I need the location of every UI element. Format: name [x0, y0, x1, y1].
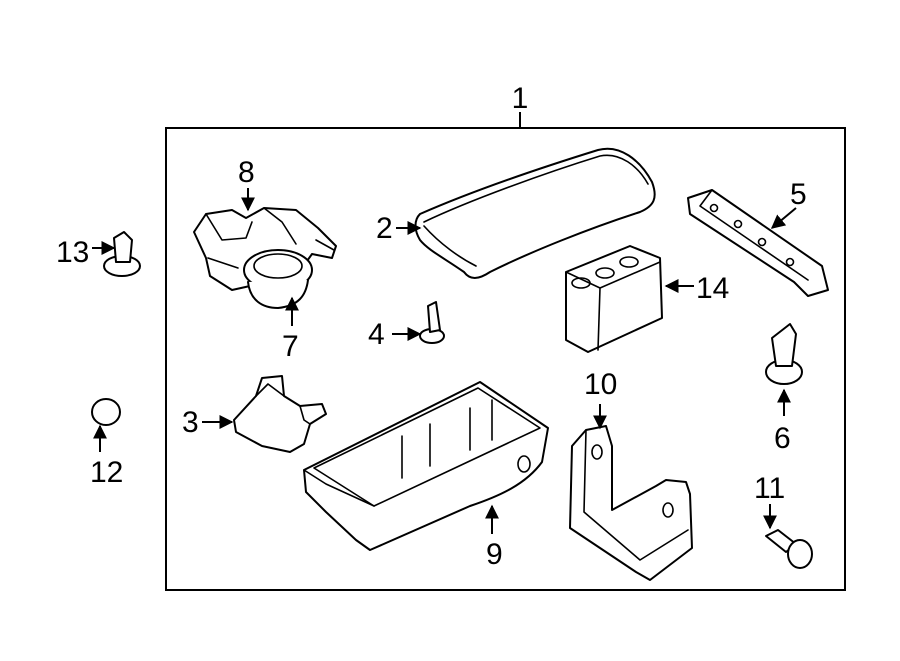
- part-2-armrest-lid[interactable]: [414, 147, 656, 279]
- callout-12: 12: [90, 456, 123, 489]
- part-7-cup-ring[interactable]: [243, 249, 313, 309]
- callout-9: 9: [486, 538, 503, 571]
- leader-5: [770, 207, 797, 229]
- callout-11: 11: [754, 472, 785, 505]
- part-9-console-base[interactable]: [303, 381, 549, 551]
- callout-4: 4: [368, 318, 385, 351]
- part-10-support-bracket[interactable]: [569, 425, 693, 581]
- callout-10: 10: [584, 368, 617, 401]
- callout-5: 5: [790, 178, 807, 211]
- callout-3: 3: [182, 406, 199, 439]
- callout-2: 2: [376, 212, 393, 245]
- callout-13: 13: [56, 236, 89, 269]
- callout-14: 14: [696, 272, 729, 305]
- callout-8: 8: [238, 156, 255, 189]
- part-5-hinge-bracket[interactable]: [687, 189, 829, 297]
- part-6-push-pin[interactable]: [765, 323, 803, 385]
- part-4-screw[interactable]: [419, 301, 445, 344]
- callout-1: 1: [512, 82, 529, 115]
- callout-7: 7: [282, 330, 299, 363]
- assembly-frame: [165, 127, 846, 591]
- callout-6: 6: [774, 422, 791, 455]
- part-12-plug[interactable]: [91, 398, 121, 426]
- part-11-bolt[interactable]: [765, 529, 813, 569]
- part-13-clip[interactable]: [103, 231, 141, 277]
- part-3-clip[interactable]: [233, 375, 327, 453]
- part-14-cup-insert[interactable]: [565, 245, 663, 353]
- part-8-cup-holder[interactable]: [193, 207, 337, 291]
